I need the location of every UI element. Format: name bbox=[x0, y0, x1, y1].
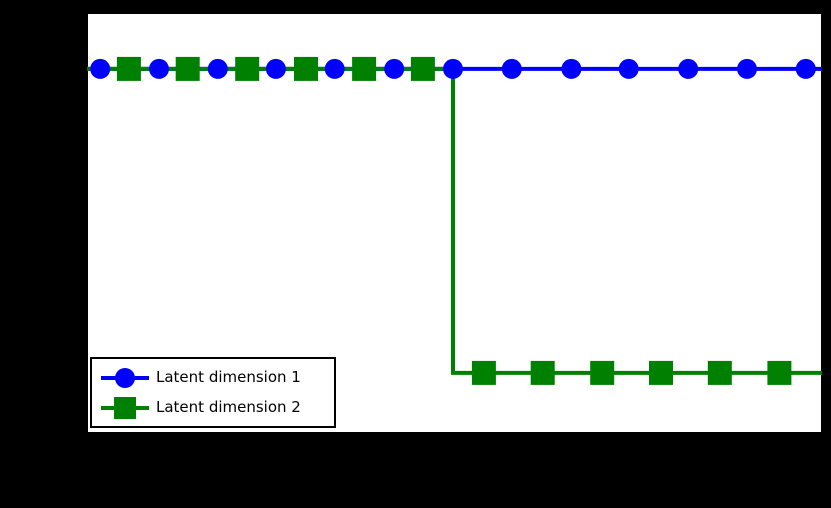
legend: Latent dimension 1 Latent dimension 2 bbox=[90, 357, 336, 428]
legend-label-latent-dimension-1: Latent dimension 1 bbox=[156, 368, 301, 386]
legend-label-latent-dimension-2: Latent dimension 2 bbox=[156, 398, 301, 416]
legend-item-latent-dimension-1: Latent dimension 1 bbox=[100, 363, 334, 393]
legend-item-latent-dimension-2: Latent dimension 2 bbox=[100, 393, 334, 423]
legend-sample-circle-icon bbox=[101, 367, 149, 388]
legend-sample-square-icon bbox=[101, 396, 149, 419]
plot-area: Latent dimension 1 Latent dimension 2 bbox=[87, 13, 822, 433]
line-chart bbox=[87, 13, 822, 433]
